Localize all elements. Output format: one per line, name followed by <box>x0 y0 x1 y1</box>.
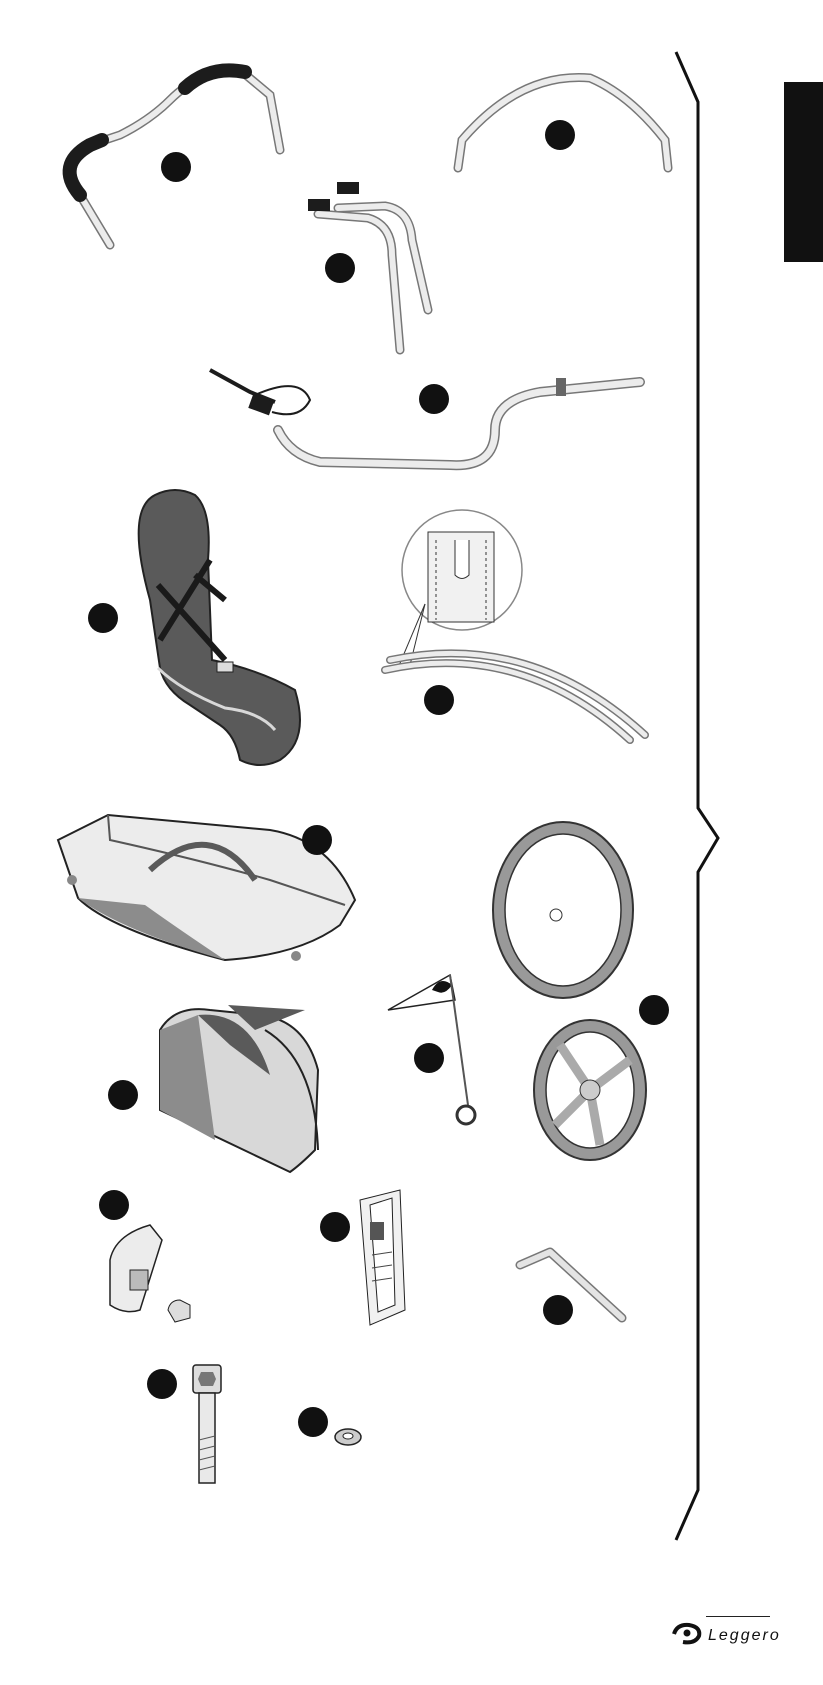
booklet-icon <box>320 1190 405 1325</box>
part-number-dot <box>424 685 454 715</box>
brand-logo-icon <box>671 1620 705 1646</box>
cover-icon <box>108 1005 318 1172</box>
part-number-dot <box>325 253 355 283</box>
arch-bar-icon <box>458 78 668 168</box>
part-number-dot <box>545 120 575 150</box>
wheel-icon <box>493 822 669 1160</box>
brake-handles-icon <box>308 182 428 350</box>
part-number-dot <box>298 1407 328 1437</box>
part-number-dot <box>320 1212 350 1242</box>
tub-icon <box>58 815 355 961</box>
part-number-dot <box>161 152 191 182</box>
part-number-dot <box>99 1190 129 1220</box>
part-number-dot <box>88 603 118 633</box>
hitch-icon <box>99 1190 190 1322</box>
part-number-dot <box>419 384 449 414</box>
part-number-dot <box>147 1369 177 1399</box>
part-number-dot <box>108 1080 138 1110</box>
part-number-dot <box>302 825 332 855</box>
washer-icon <box>298 1407 361 1445</box>
bolt-icon <box>147 1365 221 1483</box>
section-tab <box>784 82 823 262</box>
part-number-dot <box>639 995 669 1025</box>
seat-icon <box>88 490 300 765</box>
hex-key-icon <box>520 1252 622 1325</box>
part-number-dot <box>543 1295 573 1325</box>
grouping-bracket <box>676 52 718 1540</box>
flag-icon <box>388 975 475 1124</box>
push-handle-icon <box>70 70 280 245</box>
curved-rails-icon <box>385 510 645 740</box>
tow-bar-icon <box>210 370 640 465</box>
part-number-dot <box>414 1043 444 1073</box>
brand-rule <box>706 1616 770 1617</box>
brand-name: Leggero <box>708 1627 781 1645</box>
